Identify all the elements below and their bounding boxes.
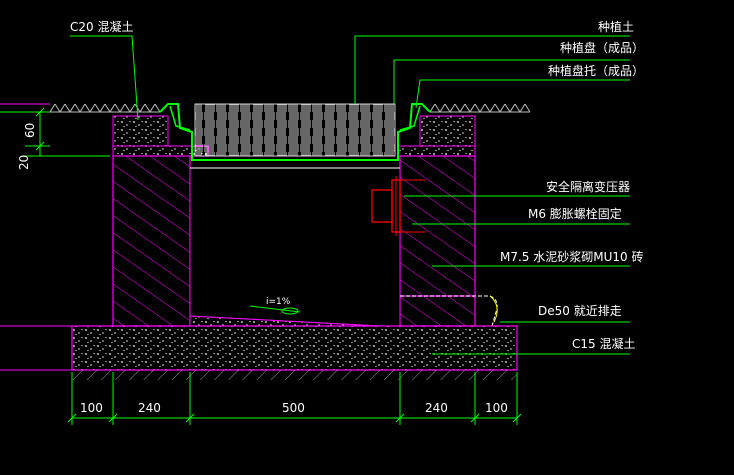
ground-surface (0, 103, 530, 113)
label-drain: De50 就近排走 (538, 304, 622, 318)
slope-arrow: i=1% (249, 297, 301, 315)
drain-pipe (400, 295, 498, 327)
label-brick: M7.5 水泥砂浆砌MU10 砖 (500, 249, 643, 264)
label-c20: C20 混凝土 (70, 19, 133, 34)
label-tray-support: 种植盘托（成品） (548, 63, 644, 78)
dim-top-20: 20 (17, 155, 31, 170)
label-tray: 种植盘（成品） (560, 40, 644, 55)
slope-label: i=1% (266, 297, 291, 307)
dim-bottom-240-left: 240 (138, 401, 161, 415)
dim-bottom-500: 500 (282, 401, 305, 415)
label-c15: C15 混凝土 (572, 336, 635, 351)
dim-top-60: 60 (23, 123, 37, 138)
label-transformer: 安全隔离变压器 (546, 179, 630, 194)
leader-lines (70, 35, 630, 355)
inner-chamber (189, 167, 401, 327)
dim-bottom-240-right: 240 (425, 401, 448, 415)
transformer-device (371, 176, 425, 236)
top-dimensions: 60 20 (0, 107, 110, 170)
brick-wall-left (112, 155, 191, 327)
planting-tray (159, 103, 431, 169)
dim-bottom-100-right: 100 (485, 401, 508, 415)
c15-base-slab (0, 325, 518, 380)
label-bolt: M6 膨胀螺栓固定 (528, 206, 622, 221)
bottom-dimensions: 100 240 500 240 100 (67, 372, 522, 425)
label-soil: 种植土 (598, 19, 634, 34)
brick-wall-right (399, 155, 476, 327)
dim-bottom-100-left: 100 (80, 401, 103, 415)
